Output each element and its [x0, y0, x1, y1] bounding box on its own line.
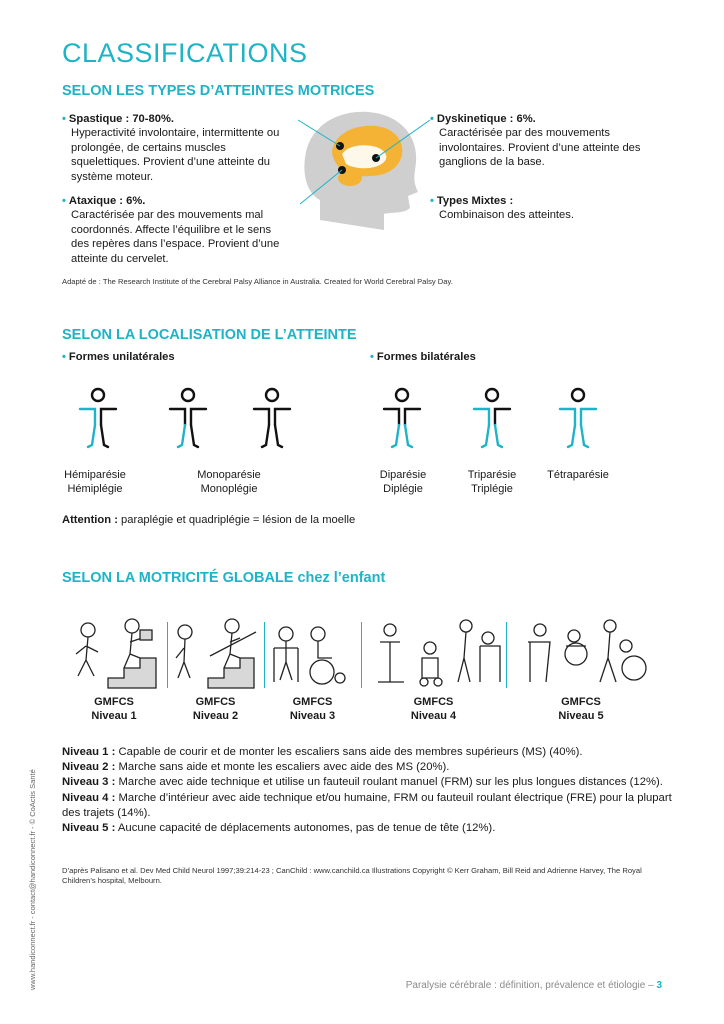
figure-left-leg [390, 423, 401, 449]
figure-left-arm [168, 407, 187, 427]
body-figures [78, 387, 598, 449]
source-gmfcs: D’après Palisano et al. Dev Med Child Ne… [62, 866, 642, 885]
figure-head [180, 387, 196, 403]
figure-right-leg [99, 423, 110, 449]
figure-left-arm [472, 407, 491, 427]
dysk-block: •Dyskinetique : 6%. Caractérisée par des… [430, 112, 670, 170]
section-heading-motricite: SELON LA MOTRICITÉ GLOBALE chez l’enfant [62, 570, 386, 586]
level-2-description: Niveau 2 : Marche sans aide et monte les… [62, 761, 450, 774]
brain-head-illustration [297, 111, 431, 230]
attention-note: Attention : paraplégie et quadriplégie =… [62, 514, 356, 526]
figure-right-leg [189, 423, 200, 449]
figure-right-arm [99, 407, 118, 427]
figure-left-arm [78, 407, 97, 427]
figure-right-leg [493, 423, 504, 449]
figure-left-leg [86, 423, 97, 449]
level-4-description: Niveau 4 : Marche d’intérieur avec aide … [62, 791, 672, 819]
figure-head [90, 387, 106, 403]
figure-label-tetra: Tétraparésie [547, 469, 609, 481]
page-footer: Paralysie cérébrale : définition, préval… [405, 980, 662, 991]
spastique-block: •Spastique : 70-80%. Hyperactivité invol… [62, 112, 292, 184]
section-heading-types: SELON LES TYPES D’ATTEINTES MOTRICES [62, 83, 375, 99]
page-title: CLASSIFICATIONS [62, 38, 308, 68]
figure-head [570, 387, 586, 403]
section-heading-localisation: SELON LA LOCALISATION DE L’ATTEINTE [62, 327, 357, 343]
spastique-text: Hyperactivité involontaire, intermittent… [71, 127, 280, 183]
figure-left-leg [566, 423, 577, 449]
mixtes-label: Types Mixtes : [436, 195, 514, 207]
mixtes-block: •Types Mixtes : Combinaison des atteinte… [430, 194, 670, 223]
figure-head [264, 387, 280, 403]
figure-left-arm [382, 407, 401, 427]
figure-right-arm [189, 407, 208, 427]
figure-left-leg [260, 423, 271, 449]
source-types: Adapté de : The Research Institute of th… [62, 277, 453, 286]
figure-right-arm [493, 407, 512, 427]
figure-left-leg [480, 423, 491, 449]
figure-head [394, 387, 410, 403]
ataxique-label: Ataxique : 6%. [68, 195, 146, 207]
mixtes-text: Combinaison des atteintes. [439, 209, 574, 222]
figure-left-arm [252, 407, 271, 427]
figure-left-arm [558, 407, 577, 427]
figure-head [484, 387, 500, 403]
figure-right-leg [403, 423, 414, 449]
figure-left-leg [176, 423, 187, 449]
gmfcs-descriptions: Niveau 1 : Capable de courir et de monte… [62, 745, 672, 836]
gmfcs-illustrations [75, 618, 647, 689]
bilateral-label: •Formes bilatérales [370, 351, 476, 363]
ataxique-block: •Ataxique : 6%. Caractérisée par des mou… [62, 194, 292, 266]
dysk-text: Caractérisée par des mouvements involont… [439, 127, 641, 169]
level-5-description: Niveau 5 : Aucune capacité de déplacemen… [62, 822, 496, 835]
figure-right-arm [403, 407, 422, 427]
dysk-label: Dyskinetique : 6%. [436, 113, 536, 125]
side-contact-text: www.handiconnect.fr - contact@handiconne… [28, 769, 37, 990]
page-number: 3 [656, 980, 662, 991]
level-1-description: Niveau 1 : Capable de courir et de monte… [62, 746, 583, 758]
ataxique-text: Caractérisée par des mouvements mal coor… [71, 209, 280, 265]
figure-right-arm [273, 407, 292, 427]
figure-right-arm [579, 407, 598, 427]
level-3-description: Niveau 3 : Marche avec aide technique et… [62, 776, 663, 789]
figure-right-leg [273, 423, 284, 449]
figure-right-leg [579, 423, 590, 449]
spastique-label: Spastique : 70-80%. [68, 113, 174, 125]
unilateral-label: •Formes unilatérales [62, 351, 175, 363]
